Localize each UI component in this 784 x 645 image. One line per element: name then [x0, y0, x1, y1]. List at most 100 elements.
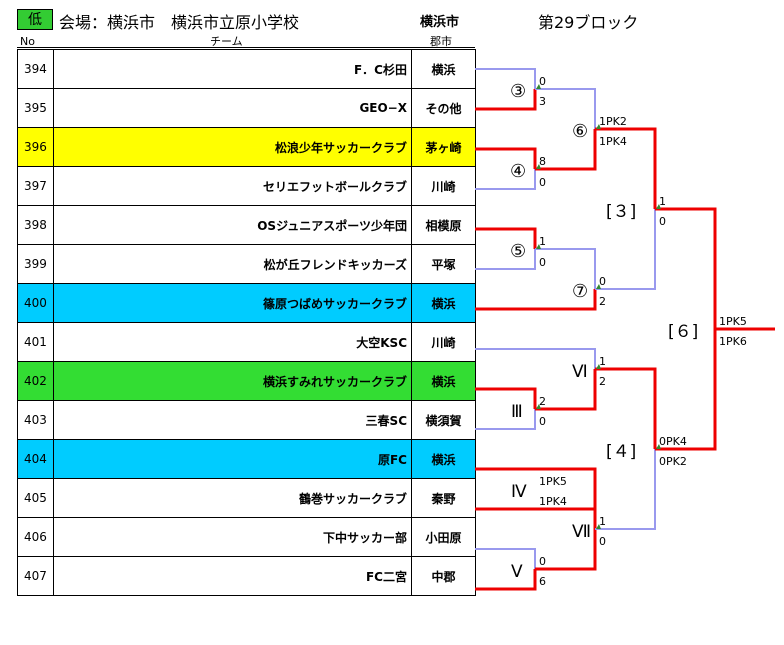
team-number: 394 [17, 49, 54, 89]
block-title: 第29ブロック [538, 13, 639, 32]
bracket-line [595, 449, 656, 530]
score-s7a: 0 [599, 275, 606, 288]
bracket-marker [596, 284, 601, 289]
score-s397: 0 [539, 176, 546, 189]
bracket-line [475, 89, 537, 111]
score-s405: 1PK4 [539, 495, 567, 508]
team-city: 川崎 [411, 166, 476, 206]
match-4-label: ④ [510, 161, 526, 182]
bracket-line [535, 88, 596, 129]
bracket-marker [596, 364, 601, 369]
bracket-line [655, 207, 717, 329]
bracket-line [475, 409, 536, 430]
score-s400: 2 [599, 295, 606, 308]
score-s396: 8 [539, 155, 546, 168]
team-number: 402 [17, 361, 54, 401]
bracket-line [475, 348, 596, 369]
score-s6fb: 1PK6 [719, 335, 747, 348]
team-number: 396 [17, 127, 54, 167]
team-number: 398 [17, 205, 54, 245]
bracket-line [595, 127, 657, 209]
score-s6a: 1PK2 [599, 115, 627, 128]
team-name: 松が丘フレンドキッカーズ [53, 244, 412, 284]
bracket-line [655, 329, 717, 451]
round-3-label: [３] [606, 202, 636, 222]
col-city-header: 郡市 [430, 35, 452, 48]
score-s4b: 0PK2 [659, 455, 687, 468]
team-name: 下中サッカー部 [53, 517, 412, 557]
team-number: 401 [17, 322, 54, 362]
bracket-marker [656, 444, 661, 449]
match-VII-label: Ⅶ [572, 522, 591, 542]
team-city: 横浜 [411, 283, 476, 323]
bracket-line [475, 387, 537, 409]
team-city: 中郡 [411, 556, 476, 596]
team-number: 397 [17, 166, 54, 206]
team-city: 横浜 [411, 439, 476, 479]
bracket-line [475, 147, 537, 169]
match-7-label: ⑦ [572, 281, 588, 302]
col-no-header: No [20, 35, 35, 48]
score-s3a: 1 [659, 195, 666, 208]
score-s407: 6 [539, 575, 546, 588]
team-name: 松浪少年サッカークラブ [53, 127, 412, 167]
match-V-label: Ⅴ [511, 562, 523, 582]
team-city: 横浜 [411, 361, 476, 401]
score-s394: 0 [539, 75, 546, 88]
score-s398: 1 [539, 235, 546, 248]
team-city: 秦野 [411, 478, 476, 518]
team-name: 篠原つばめサッカークラブ [53, 283, 412, 323]
score-s403: 0 [539, 415, 546, 428]
team-name: 三春SC [53, 400, 412, 440]
team-name: FC二宮 [53, 556, 412, 596]
match-IV-label: Ⅳ [511, 482, 527, 502]
team-number: 399 [17, 244, 54, 284]
bracket-line [595, 367, 657, 449]
bracket-marker [596, 124, 601, 129]
bracket-line [535, 529, 597, 571]
team-name: 大空KSC [53, 322, 412, 362]
venue-title: 会場：横浜市 横浜市立原小学校 [59, 13, 300, 32]
bracket-line [475, 467, 597, 509]
bracket-line [475, 289, 597, 311]
match-III-label: Ⅲ [511, 402, 523, 422]
bracket-marker [656, 204, 661, 209]
header-divider [17, 47, 475, 48]
team-number: 407 [17, 556, 54, 596]
score-sVIIa: 1 [599, 515, 606, 528]
bracket-marker [536, 164, 541, 169]
bracket-marker [536, 244, 541, 249]
score-s395: 3 [539, 95, 546, 108]
bracket-line [475, 548, 536, 569]
col-team-header: チーム [210, 35, 243, 48]
bracket-line [535, 248, 596, 289]
score-s406: 0 [539, 555, 546, 568]
team-name: 原FC [53, 439, 412, 479]
bracket-line [475, 68, 536, 89]
bracket-line [475, 569, 537, 591]
team-city: 川崎 [411, 322, 476, 362]
bracket-line [475, 227, 537, 249]
bracket-line [475, 169, 536, 190]
bracket-marker [596, 524, 601, 529]
score-sVIIb: 0 [599, 535, 606, 548]
score-s399: 0 [539, 256, 546, 269]
round-6-label: [６] [668, 322, 698, 342]
match-3-label: ③ [510, 81, 526, 102]
score-s6b: 1PK4 [599, 135, 627, 148]
bracket-line [595, 209, 656, 290]
team-city: 茅ヶ崎 [411, 127, 476, 167]
match-6-label: ⑥ [572, 121, 588, 142]
bracket-marker [536, 84, 541, 89]
score-s402: 2 [539, 395, 546, 408]
